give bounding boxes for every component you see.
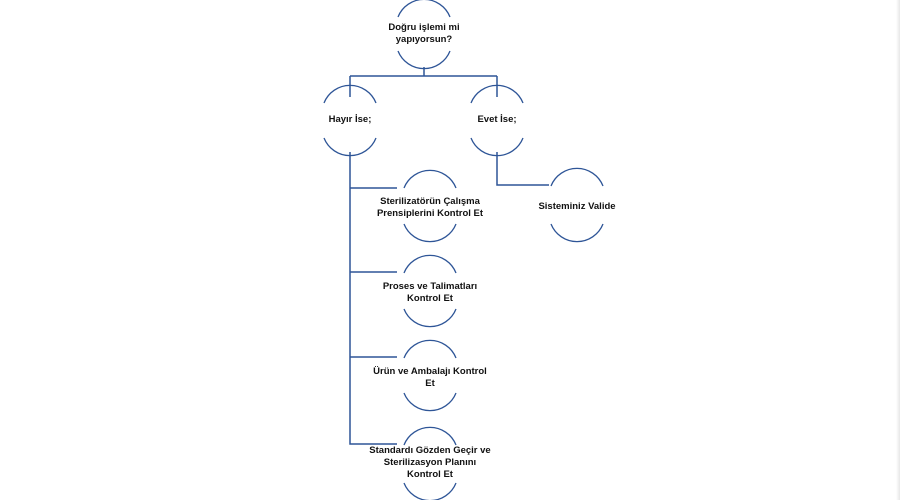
node-no-bottom-arc	[323, 137, 377, 157]
node-valid-label: Sisteminiz Valide	[538, 201, 616, 212]
page-edge-shadow	[896, 0, 900, 500]
node-standard-shape	[403, 426, 457, 500]
node-no-shape	[323, 84, 377, 157]
node-product-shape	[403, 339, 457, 412]
node-standard-label: Standardı Gözden Geçir ve Sterilizasyon …	[369, 445, 491, 480]
node-sterilizer-label: Sterilizatörün Çalışma Prensiplerini Kon…	[376, 196, 484, 219]
connector-yes-trunk	[496, 152, 549, 186]
connector-no-trunk	[349, 152, 397, 445]
node-process-shape	[403, 254, 457, 328]
node-root-shape	[397, 0, 451, 70]
node-process-label: Proses ve Talimatları Kontrol Et	[382, 281, 478, 304]
node-root-label: Doğru işlemi mi yapıyorsun?	[388, 22, 460, 45]
node-no-label: Hayır İse;	[328, 114, 372, 125]
node-sterilizer-shape	[403, 169, 457, 243]
node-product-label: Ürün ve Ambalajı Kontrol Et	[373, 366, 487, 389]
node-yes-shape	[470, 84, 524, 157]
node-yes-label: Evet İse;	[477, 114, 517, 125]
connector-lines	[349, 67, 549, 445]
node-valid-shape	[550, 167, 604, 243]
